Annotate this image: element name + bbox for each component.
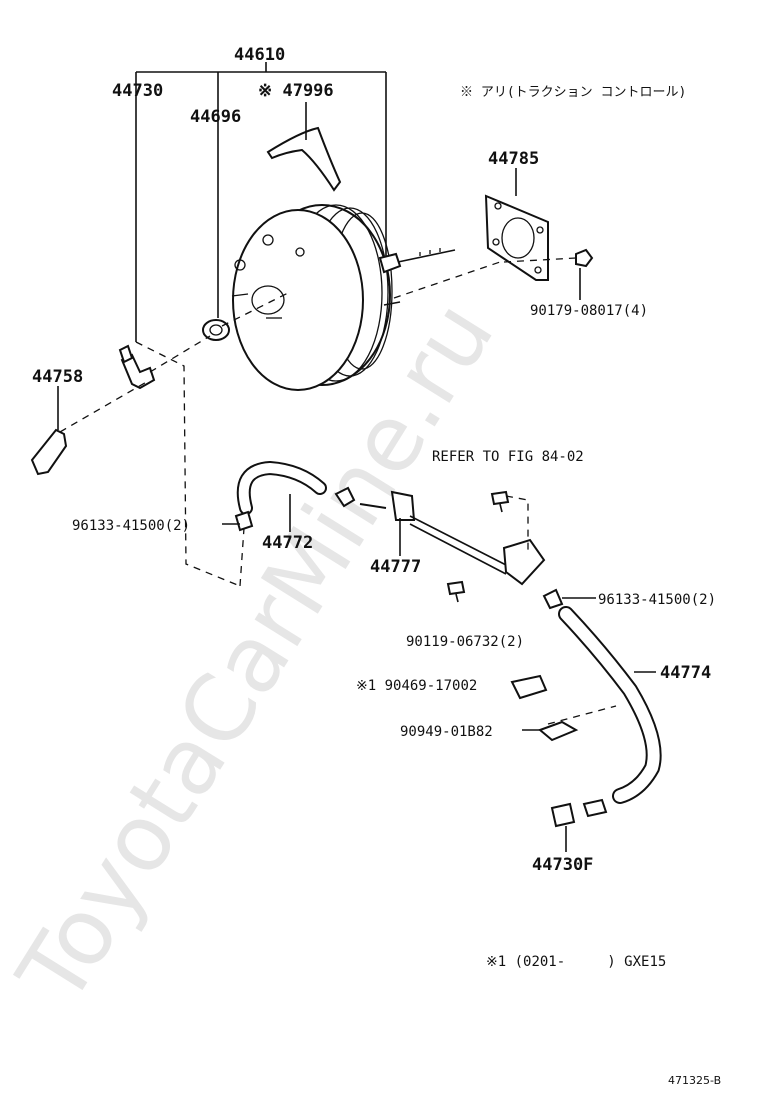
check-valve <box>118 344 156 390</box>
watermark: ToyotaCarMine.ru <box>0 283 515 1022</box>
check-valve-f <box>550 798 608 828</box>
label-44730: 44730 <box>112 81 163 101</box>
nut <box>575 248 594 268</box>
label-96133-41500-left: 96133-41500(2) <box>72 518 190 534</box>
label-44730f: 44730F <box>532 855 593 875</box>
note-refer-to-fig: REFER TO FIG 84-02 <box>432 449 584 465</box>
label-44772: 44772 <box>262 533 313 553</box>
hose-clamp-lower <box>538 720 579 742</box>
label-44774: 44774 <box>660 663 711 683</box>
grommet <box>202 319 230 341</box>
leader-lines <box>57 62 656 852</box>
bolt-lower <box>446 580 466 603</box>
gasket <box>484 194 549 281</box>
label-44610: 44610 <box>234 45 285 65</box>
label-90119-06732: 90119-06732(2) <box>406 634 524 650</box>
hose-clip <box>334 486 356 508</box>
label-96133-41500-right: 96133-41500(2) <box>598 592 716 608</box>
label-90179-08017: 90179-08017(4) <box>530 303 648 319</box>
figure-id: 471325-B <box>668 1074 721 1087</box>
brake-booster <box>231 204 456 391</box>
assembly-dash-lines <box>59 257 617 725</box>
label-44696: 44696 <box>190 107 241 127</box>
hose-clamp-right <box>542 588 564 610</box>
label-44758: 44758 <box>32 367 83 387</box>
label-90949-01b82: 90949-01B82 <box>400 724 493 740</box>
label-44785: 44785 <box>488 149 539 169</box>
label-47996: ※ 47996 <box>258 81 334 101</box>
note-production-range: ※1 (0201- ) GXE15 <box>486 954 666 970</box>
note-traction-control: ※ アリ(トラクション コントロール) <box>460 85 686 100</box>
vacuum-pipe <box>359 490 546 586</box>
hose-clamp-left <box>234 510 254 532</box>
heat-shield <box>266 126 342 192</box>
label-44777: 44777 <box>370 557 421 577</box>
clip <box>510 674 548 700</box>
label-90469-17002: ※1 90469-17002 <box>356 678 477 694</box>
hose-bracket <box>30 428 68 476</box>
bolt-upper <box>490 490 510 513</box>
